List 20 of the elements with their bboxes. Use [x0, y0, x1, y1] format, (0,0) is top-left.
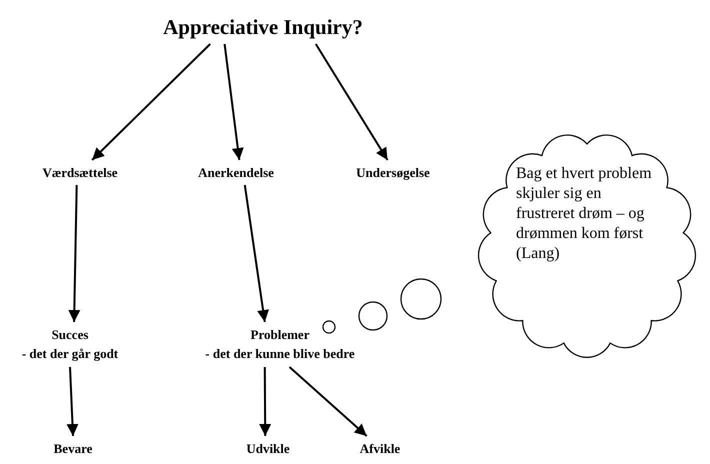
- node-label: Succes: [52, 326, 88, 344]
- arrow: [244, 184, 269, 322]
- arrow: [259, 367, 272, 436]
- node-subtitle: - det der går godt: [22, 345, 118, 363]
- arrow: [224, 44, 244, 160]
- node-label: Afvikle: [360, 440, 400, 458]
- arrow: [288, 366, 368, 437]
- node-subtitle: - det der kunne blive bedre: [205, 345, 355, 363]
- arrow: [66, 366, 78, 436]
- node-label: Problemer: [250, 326, 310, 344]
- diagram-heading: Appreciative Inquiry?: [163, 18, 363, 36]
- arrow: [314, 43, 388, 161]
- arrow: [68, 184, 80, 322]
- node-label: Værdsættelse: [42, 164, 118, 182]
- arrow: [91, 43, 211, 161]
- cloud-text: Bag et hvert problem skjuler sig en frustreret drøm – og drømmen kom først (Lang): [516, 164, 653, 264]
- node-label: Undersøgelse: [356, 164, 430, 182]
- node-label: Anerkendelse: [198, 164, 274, 182]
- node-label: Udvikle: [246, 440, 290, 458]
- node-label: Bevare: [54, 440, 92, 458]
